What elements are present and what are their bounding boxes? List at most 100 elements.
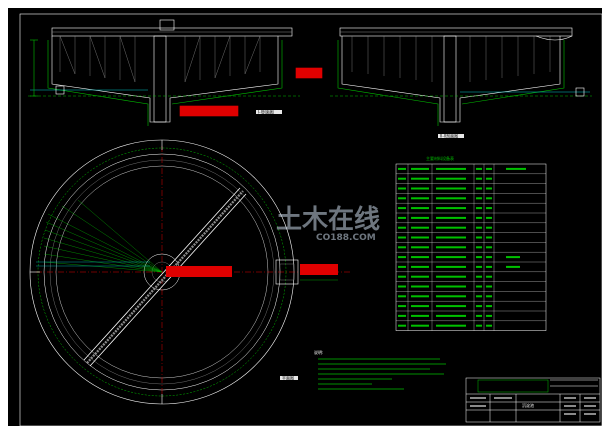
title-block-fills <box>470 397 596 415</box>
table-cell-text <box>486 265 492 268</box>
section-right <box>330 27 592 126</box>
table-cell-text <box>476 314 482 317</box>
table-cell-text <box>411 216 429 219</box>
table-cell-text <box>411 285 429 288</box>
table-cell-text <box>436 246 466 249</box>
table-cell-text <box>476 187 482 190</box>
table-border <box>395 163 547 331</box>
table-cell-text <box>476 236 482 239</box>
table-cell-text <box>398 207 406 210</box>
table-cell-text <box>436 275 466 278</box>
table-cell-text <box>411 314 429 317</box>
circumference-marks <box>30 140 163 404</box>
table-cell-text <box>476 305 482 308</box>
scraper-bridge-rail-a <box>83 187 241 361</box>
plan-caption: 平面图 <box>282 375 294 381</box>
table-cell-text <box>436 187 466 190</box>
table-cell-text <box>476 285 482 288</box>
table-cell-text <box>476 177 482 180</box>
table-cell-text <box>398 226 406 229</box>
section-right-caption: II-II剖面图 <box>440 133 458 139</box>
table-cell-text <box>436 167 466 170</box>
title-block-sheet-name: 沉淀池 <box>522 402 534 408</box>
table-cell-text <box>486 324 492 327</box>
table-cell-text <box>411 177 429 180</box>
table-cell-text <box>411 207 429 210</box>
table-cell-text <box>398 256 406 259</box>
table-cell-text <box>486 197 492 200</box>
table-cell-text <box>398 236 406 239</box>
table-cell-text <box>476 207 482 210</box>
outlet-chamber <box>275 259 299 285</box>
table-cell-text <box>486 275 492 278</box>
plan-caption-box <box>280 376 298 380</box>
materials-table <box>395 163 547 331</box>
table-cell-text <box>476 256 482 259</box>
table-cell-text <box>486 246 492 249</box>
table-cell-text <box>436 285 466 288</box>
table-cell-text <box>411 167 429 170</box>
table-cell-text <box>398 314 406 317</box>
table-cell-text <box>436 314 466 317</box>
table-cell-text <box>398 187 406 190</box>
table-cell-text <box>398 324 406 327</box>
table-cell-text <box>398 265 406 268</box>
table-cell-text <box>436 295 466 298</box>
table-cell-text <box>411 275 429 278</box>
table-cell-text <box>436 177 466 180</box>
title-block <box>465 377 601 423</box>
table-cell-text <box>436 305 466 308</box>
table-cell-text <box>486 285 492 288</box>
table-cell-text <box>436 265 466 268</box>
table-cell-text <box>486 167 492 170</box>
table-cell-text <box>436 207 466 210</box>
table-cell-text <box>476 295 482 298</box>
table-cell-text <box>506 167 526 170</box>
table-cell-text <box>411 305 429 308</box>
scraper-bridge-deck <box>86 190 244 364</box>
outlet-pipe <box>166 266 232 277</box>
table-cell-text <box>411 246 429 249</box>
table-cell-text <box>506 265 520 268</box>
table-cell-text <box>411 197 429 200</box>
table-cell-text <box>476 226 482 229</box>
table-cell-text <box>398 167 406 170</box>
section-left <box>28 19 323 126</box>
watermark-main: 土木在线 <box>276 205 380 235</box>
table-cell-text <box>486 226 492 229</box>
table-cell-text <box>486 216 492 219</box>
table-cell-text <box>486 187 492 190</box>
table-cell-text <box>398 295 406 298</box>
table-cell-text <box>398 216 406 219</box>
table-cell-text <box>411 295 429 298</box>
outlet-chamber-inner <box>279 263 295 281</box>
table-cell-text <box>436 216 466 219</box>
table-cell-text <box>486 256 492 259</box>
section-left-caption: I-I剖面图 <box>258 109 274 115</box>
table-cell-text <box>476 197 482 200</box>
table-cell-text <box>476 275 482 278</box>
table-cell-text <box>436 236 466 239</box>
table-cell-text <box>411 226 429 229</box>
notes-lines <box>318 358 446 390</box>
table-title: 主要材料设备表 <box>426 155 454 161</box>
table-cell-text <box>411 256 429 259</box>
table-cell-text <box>436 197 466 200</box>
table-cell-text <box>476 324 482 327</box>
table-cell-text <box>436 324 466 327</box>
table-cell-text <box>486 305 492 308</box>
table-cell-text <box>486 236 492 239</box>
table-cell-text <box>398 305 406 308</box>
table-cell-text <box>411 187 429 190</box>
notes-title: 说明: <box>314 349 323 355</box>
table-cell-text <box>476 167 482 170</box>
inner-frame <box>19 13 603 427</box>
table-cell-text <box>411 265 429 268</box>
table-cell-text <box>476 216 482 219</box>
table-cell-text <box>476 246 482 249</box>
watermark-sub: CO188.COM <box>316 233 376 243</box>
table-cell-text <box>411 236 429 239</box>
table-cell-text <box>436 226 466 229</box>
